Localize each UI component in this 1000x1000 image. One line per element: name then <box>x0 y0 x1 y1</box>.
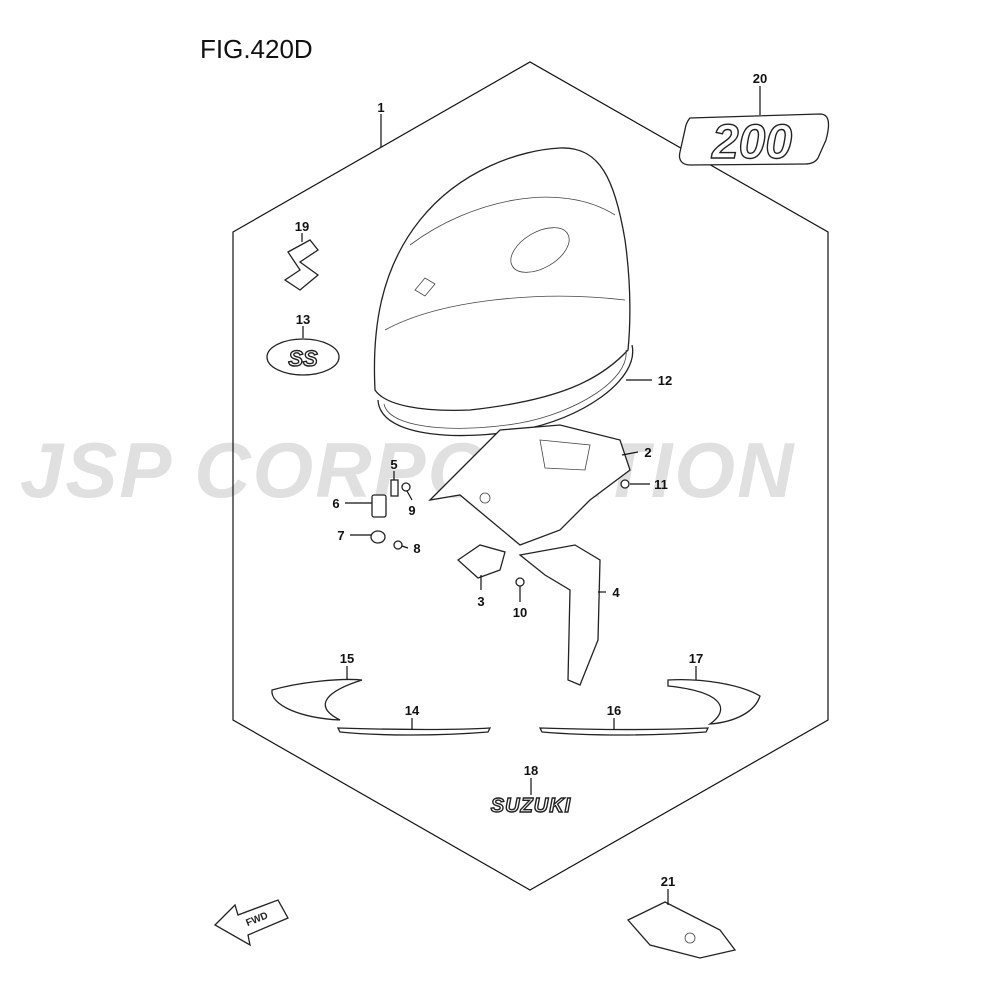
callout-14: 14 <box>405 703 420 718</box>
grommet[interactable] <box>370 530 386 544</box>
callout-12: 12 <box>658 373 672 388</box>
callout-4: 4 <box>612 585 620 600</box>
bracket[interactable] <box>518 544 601 686</box>
callout-7: 7 <box>337 528 344 543</box>
callout-18: 18 <box>524 763 538 778</box>
engine-cover[interactable] <box>373 147 631 411</box>
callout-15: 15 <box>340 651 354 666</box>
callout-8: 8 <box>413 541 420 556</box>
leader-lines <box>301 86 761 905</box>
callout-17: 17 <box>689 651 703 666</box>
figure-title: FIG.420D <box>200 34 313 64</box>
decal-suzuki[interactable]: SUZUKI <box>490 794 571 817</box>
manual-pouch[interactable] <box>626 901 737 959</box>
bolt-8[interactable] <box>393 540 403 550</box>
nut[interactable] <box>390 479 399 497</box>
decal-200[interactable]: 200 <box>678 113 830 170</box>
stripe-17[interactable] <box>667 678 761 725</box>
svg-text:SS: SS <box>288 346 318 371</box>
lower-cover[interactable] <box>428 424 631 546</box>
decal-suzuki-s[interactable] <box>283 239 320 291</box>
stripe-16[interactable] <box>538 727 710 736</box>
stripe-14[interactable] <box>336 727 492 736</box>
callout-labels: 1 2 3 4 5 6 7 8 9 10 11 12 13 14 15 16 1… <box>295 71 767 889</box>
callout-6: 6 <box>332 496 339 511</box>
callout-2: 2 <box>644 445 651 460</box>
screw-10[interactable] <box>515 577 525 587</box>
decal-ss[interactable]: SS <box>266 338 340 376</box>
clip[interactable] <box>371 494 387 518</box>
callout-3: 3 <box>477 594 484 609</box>
callout-11: 11 <box>654 477 668 492</box>
callout-19: 19 <box>295 219 309 234</box>
svg-text:200: 200 <box>711 116 792 169</box>
callout-16: 16 <box>607 703 621 718</box>
cover-s-emblem <box>414 277 436 297</box>
watermark: JSP CORPORATION <box>20 426 795 514</box>
callout-9: 9 <box>408 503 415 518</box>
callout-10: 10 <box>513 605 527 620</box>
stripe-15[interactable] <box>271 678 363 721</box>
fwd-arrow-icon: FWD <box>213 899 289 947</box>
callout-20: 20 <box>753 71 767 86</box>
svg-text:SUZUKI: SUZUKI <box>491 795 571 817</box>
bolt-9[interactable] <box>401 482 411 492</box>
screw-11[interactable] <box>620 479 630 489</box>
assembly-frame <box>232 61 829 891</box>
callout-21: 21 <box>661 874 675 889</box>
callout-5: 5 <box>390 457 397 472</box>
callout-13: 13 <box>296 312 310 327</box>
seal-3[interactable] <box>456 544 506 579</box>
callout-1: 1 <box>377 100 384 115</box>
